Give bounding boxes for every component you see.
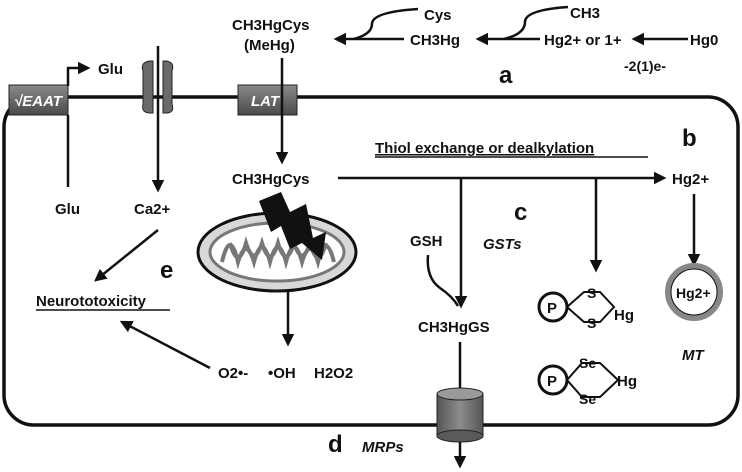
ros-h2o2: H2O2 [314,365,353,382]
hg0-label: Hg0 [690,32,718,49]
mrp-cylinder-bottom [436,429,484,443]
thiol-exchange-label: Thiol exchange or dealkylation [375,140,594,157]
mehg-label: (MeHg) [244,37,295,54]
gsts-label: GSTs [483,236,522,253]
hg2-label: Hg2+ [672,171,709,188]
electron-label: -2(1)e- [624,58,666,74]
ros-hydroxyl: •OH [268,365,296,382]
ch3hg-label: CH3Hg [410,32,460,49]
ch3-label: CH3 [570,5,600,22]
metallothionein-ring [665,263,723,321]
hg-ion-label: Hg2+ or 1+ [544,32,622,49]
mrps-label: MRPs [362,439,404,456]
protein-p-label: P [547,300,557,317]
neurotoxicity-label: Neurototoxicity [36,293,147,310]
s-lower: S [587,315,596,331]
mrp-cylinder-top [436,387,484,401]
mt-label: MT [682,347,705,364]
hg-thiol: Hg [614,307,634,324]
se-lower: Se [579,391,596,407]
label-a: a [499,62,513,89]
ch3hggs-label: CH3HgGS [418,319,490,336]
calcium-channel-right [162,60,174,114]
label-d: d [328,431,343,458]
cys-label: Cys [424,7,452,24]
glu-out-label: Glu [98,61,123,78]
protein-thiol-complex: P S S Hg [537,285,634,331]
gsh-curve [426,254,460,307]
hg-selenol: Hg [617,373,637,390]
glu-in-label: Glu [55,201,80,218]
ch3hgcys-cytosol: CH3HgCys [232,171,310,188]
eaat-transporter [8,84,69,116]
lightning-bolt-icon [259,192,326,260]
ros-to-neuro-arrow [119,320,211,370]
calcium-channel-left [141,60,154,114]
gsh-label: GSH [410,233,443,250]
protein-p-label-se: P [547,373,557,390]
mrp-transporter [436,387,484,443]
ch3-curve [503,5,569,41]
glu-ca-to-neuro-arrow [94,229,159,282]
mehg-formula: CH3HgCys [232,17,310,34]
s-upper: S [587,285,596,301]
lat-transporter [237,84,298,116]
eaat-label: √EAAT [14,93,64,110]
label-b: b [682,125,697,152]
metallothionein-inner [670,268,718,316]
ros-superoxide: O2•- [218,365,248,382]
glu-out-arrow [66,61,91,86]
mt-hg-label: Hg2+ [676,285,711,301]
cell-membrane [2,95,740,427]
label-c: c [514,199,527,226]
ca-label: Ca2+ [134,201,171,218]
thiol-bridge [565,291,616,323]
label-e: e [160,257,173,284]
cys-curve [353,7,419,41]
lat-label: LAT [251,93,281,110]
protein-selenol-complex: P Se Se Hg [537,355,637,407]
se-upper: Se [579,355,596,371]
selenol-bridge [565,362,620,398]
